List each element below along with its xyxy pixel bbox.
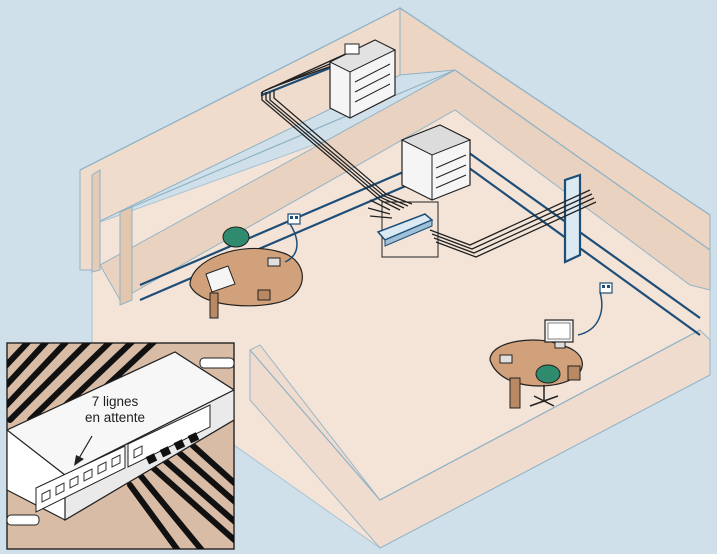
trunking-right-b — [464, 164, 701, 336]
office-chair-icon — [222, 226, 250, 248]
wall-outlet-right — [599, 282, 613, 294]
trunking-left — [139, 168, 409, 287]
inset-zoom — [6, 342, 235, 550]
telephone-icon-right — [499, 354, 513, 364]
left-pillar — [119, 206, 133, 306]
desk-left — [189, 223, 303, 319]
inset-label-line2: en attente — [84, 410, 146, 425]
printer-icon — [400, 124, 472, 201]
telephone-icon — [267, 257, 281, 267]
front-right-wall — [249, 329, 711, 549]
wall-outlet-left — [287, 213, 301, 225]
trunking-right — [464, 149, 701, 319]
room-shell — [79, 7, 711, 549]
patch-panel-small-icon — [376, 201, 439, 258]
inset-label: 7 lignes en attente — [40, 394, 190, 426]
wall-top-line-3 — [249, 329, 701, 501]
inset-label-line1: 7 lignes — [91, 394, 139, 409]
trunking-left-b — [139, 183, 409, 302]
monitor-icon-right — [544, 319, 574, 349]
desk-right — [489, 291, 603, 409]
arrow-icon — [74, 435, 93, 466]
patch-panel-icon — [7, 351, 234, 526]
server-rack-icon — [328, 39, 397, 119]
office-chair-right — [529, 364, 561, 407]
cable-bundle — [261, 51, 597, 258]
left-wall — [91, 169, 101, 273]
wall-top-line — [79, 7, 711, 216]
trunking-column — [563, 173, 582, 264]
monitor-icon — [205, 265, 236, 293]
wall-top-line-2 — [119, 69, 711, 251]
